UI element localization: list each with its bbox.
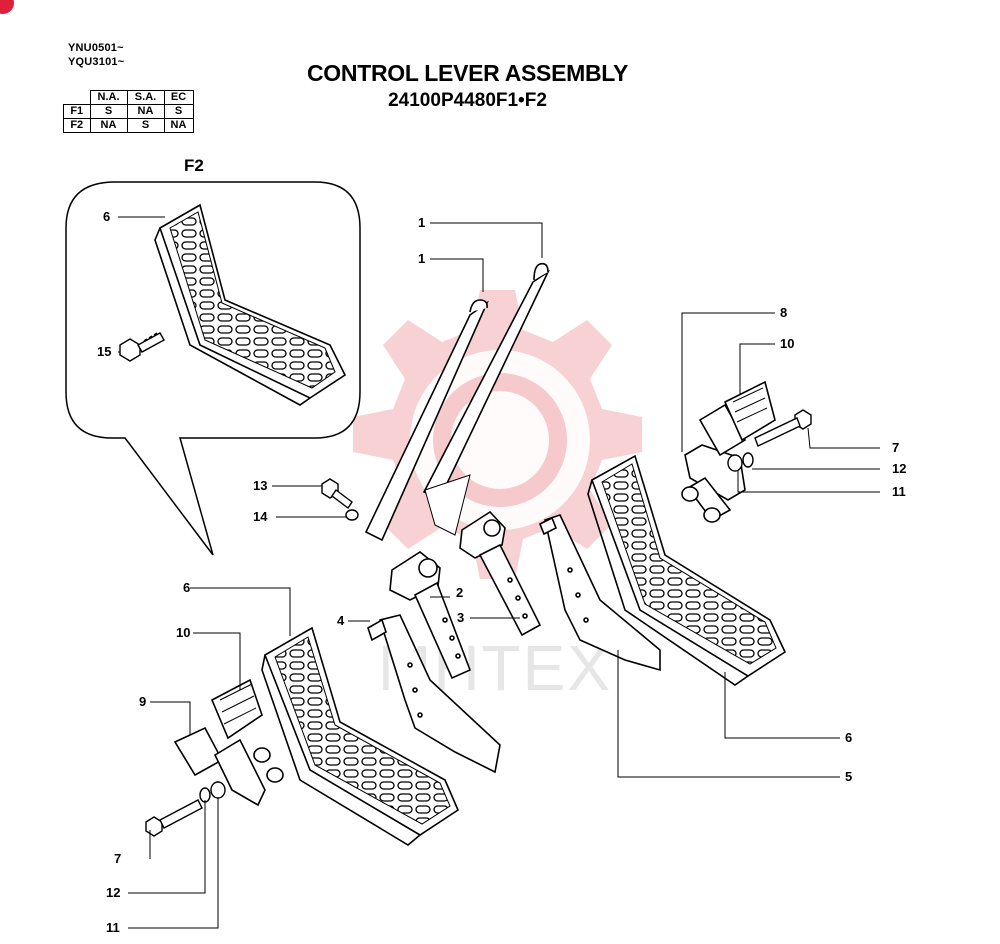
washer-14 bbox=[345, 509, 359, 521]
callout-8: 8 bbox=[780, 305, 788, 320]
right-bolt-7 bbox=[754, 409, 812, 447]
watermark-ring bbox=[433, 373, 567, 507]
left-washers bbox=[199, 781, 226, 803]
callout-1b: 1 bbox=[418, 251, 426, 266]
lever-arm-3 bbox=[424, 474, 542, 637]
callout-14: 14 bbox=[253, 509, 268, 524]
callout-13: 13 bbox=[253, 478, 268, 493]
serial-range-1: YNU0501~ bbox=[68, 42, 124, 54]
callout-12-left: 12 bbox=[106, 885, 121, 900]
serial-range-2: YQU3101~ bbox=[68, 56, 125, 68]
left-pedal-pad bbox=[261, 626, 460, 846]
callout-7-left: 7 bbox=[114, 851, 122, 866]
left-bracket-9 bbox=[173, 726, 284, 807]
inset-label: F2 bbox=[184, 156, 204, 175]
callout-11-right: 11 bbox=[892, 484, 906, 499]
callout-6-inset: 6 bbox=[103, 209, 111, 224]
corner-badge bbox=[0, 0, 14, 14]
left-pad-10 bbox=[210, 678, 263, 740]
callout-9: 9 bbox=[139, 694, 147, 709]
diagram-title: CONTROL LEVER ASSEMBLY bbox=[307, 60, 628, 86]
callout-6-left: 6 bbox=[183, 580, 191, 595]
lever-arm-2 bbox=[389, 551, 472, 680]
right-washers bbox=[727, 452, 754, 472]
lever-rods bbox=[364, 262, 550, 542]
callout-4: 4 bbox=[337, 613, 345, 628]
callout-2: 2 bbox=[456, 585, 464, 600]
callout-12-right: 12 bbox=[892, 461, 907, 476]
callout-15: 15 bbox=[97, 344, 112, 359]
bracket-5 bbox=[538, 514, 661, 672]
callout-5: 5 bbox=[845, 769, 853, 784]
spec-row-f2: F2 NA S NA bbox=[63, 118, 194, 133]
callout-1a: 1 bbox=[418, 215, 426, 230]
right-pad-10 bbox=[698, 380, 776, 457]
inset-bolt bbox=[119, 332, 165, 362]
leader-lines bbox=[118, 216, 880, 929]
callout-3: 3 bbox=[457, 610, 465, 625]
spec-header-row: N.A. S.A. EC bbox=[64, 90, 194, 105]
bracket-4 bbox=[367, 614, 501, 774]
spec-header: EC bbox=[163, 90, 194, 105]
spec-cell: NA bbox=[163, 118, 194, 133]
inset-balloon bbox=[65, 181, 361, 556]
callout-11-left: 11 bbox=[106, 920, 120, 935]
callout-7-right: 7 bbox=[892, 440, 900, 455]
part-number: 24100P4480F1•F2 bbox=[388, 90, 547, 111]
left-bolt-7 bbox=[145, 799, 203, 837]
spec-table: N.A. S.A. EC F1 S NA S F2 NA S NA bbox=[63, 90, 194, 133]
callout-10-left: 10 bbox=[176, 625, 191, 640]
callout-6-right: 6 bbox=[845, 730, 853, 745]
inset-pedal-pad bbox=[154, 203, 347, 406]
spec-row-name: F2 bbox=[63, 118, 91, 133]
callout-10-right: 10 bbox=[780, 336, 795, 351]
bolt-13 bbox=[321, 478, 353, 510]
right-pedal-pad bbox=[587, 454, 787, 686]
